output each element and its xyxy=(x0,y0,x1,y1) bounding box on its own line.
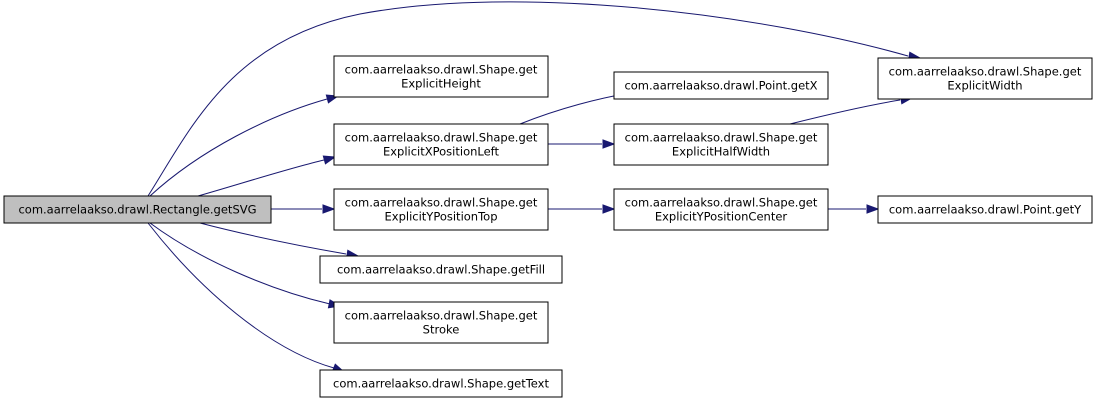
node-box[interactable] xyxy=(319,369,563,398)
node-label-line: com.aarrelaakso.drawl.Shape.get xyxy=(345,131,538,145)
node-getExplicitHeight[interactable]: com.aarrelaakso.drawl.Shape.getExplicitH… xyxy=(333,55,549,98)
arrowhead xyxy=(322,204,336,214)
node-getExplicitYPositionTop[interactable]: com.aarrelaakso.drawl.Shape.getExplicitY… xyxy=(333,188,549,231)
node-box[interactable] xyxy=(613,188,829,231)
node-label-line: com.aarrelaakso.drawl.Shape.getFill xyxy=(337,263,545,277)
edge-getExplicitHalfWidth-to-getExplicitWidth xyxy=(789,95,914,125)
node-label-line: com.aarrelaakso.drawl.Shape.get xyxy=(625,131,818,145)
node-box[interactable] xyxy=(613,71,829,100)
edge-root-to-getExplicitYPositionTop xyxy=(271,204,336,214)
edge-line xyxy=(789,99,901,125)
edge-line xyxy=(147,222,335,369)
node-box[interactable] xyxy=(319,255,563,284)
node-box[interactable] xyxy=(877,57,1093,100)
node-label-line: com.aarrelaakso.drawl.Rectangle.getSVG xyxy=(18,203,256,217)
node-label-line: com.aarrelaakso.drawl.Shape.getText xyxy=(333,377,549,391)
arrowhead xyxy=(602,204,616,214)
node-box[interactable] xyxy=(877,195,1093,224)
node-label-line: com.aarrelaakso.drawl.Point.getY xyxy=(889,203,1082,217)
node-label-line: ExplicitHalfWidth xyxy=(672,145,770,159)
node-box[interactable] xyxy=(613,123,829,166)
arrowhead xyxy=(602,139,616,149)
node-label-line: ExplicitWidth xyxy=(947,79,1022,93)
edge-line xyxy=(147,1,909,197)
node-getExplicitHalfWidth[interactable]: com.aarrelaakso.drawl.Shape.getExplicitH… xyxy=(613,123,829,166)
node-label-line: ExplicitXPositionLeft xyxy=(383,145,500,159)
node-label-line: com.aarrelaakso.drawl.Shape.get xyxy=(345,309,538,323)
edge-line xyxy=(149,98,328,197)
edge-root-to-getStroke xyxy=(149,222,342,309)
edge-root-to-getText xyxy=(147,222,346,373)
node-label-line: com.aarrelaakso.drawl.Shape.get xyxy=(345,63,538,77)
node-label-line: Stroke xyxy=(423,323,460,337)
node-root[interactable]: com.aarrelaakso.drawl.Rectangle.getSVG xyxy=(3,195,272,224)
arrowhead xyxy=(322,155,337,165)
node-label-line: com.aarrelaakso.drawl.Shape.get xyxy=(625,196,818,210)
node-box[interactable] xyxy=(333,123,549,166)
edge-getExplicitYPositionCenter-to-pointGetY xyxy=(828,204,880,214)
node-box[interactable] xyxy=(333,55,549,98)
edge-line xyxy=(149,222,331,305)
node-getFill[interactable]: com.aarrelaakso.drawl.Shape.getFill xyxy=(319,255,563,284)
node-label-line: ExplicitYPositionCenter xyxy=(655,210,788,224)
node-getExplicitYPositionCenter[interactable]: com.aarrelaakso.drawl.Shape.getExplicitY… xyxy=(613,188,829,231)
arrowhead xyxy=(866,204,880,214)
edge-root-to-getExplicitHeight xyxy=(149,94,340,197)
node-getExplicitWidth[interactable]: com.aarrelaakso.drawl.Shape.getExplicitW… xyxy=(877,57,1093,100)
node-box[interactable] xyxy=(3,195,272,224)
node-label-line: ExplicitYPositionTop xyxy=(385,210,498,224)
node-getExplicitXPositionLeft[interactable]: com.aarrelaakso.drawl.Shape.getExplicitX… xyxy=(333,123,549,166)
nodes-layer: com.aarrelaakso.drawl.Rectangle.getSVG co… xyxy=(3,55,1093,398)
edge-line xyxy=(199,222,347,255)
node-box[interactable] xyxy=(333,188,549,231)
node-label-line: com.aarrelaakso.drawl.Shape.get xyxy=(889,65,1082,79)
node-label-line: ExplicitHeight xyxy=(401,77,481,91)
edge-line xyxy=(197,159,325,197)
node-pointGetX[interactable]: com.aarrelaakso.drawl.Point.getX xyxy=(613,71,829,100)
node-label-line: com.aarrelaakso.drawl.Point.getX xyxy=(624,79,817,93)
node-label-line: com.aarrelaakso.drawl.Shape.get xyxy=(345,196,538,210)
node-box[interactable] xyxy=(333,301,549,344)
node-pointGetY[interactable]: com.aarrelaakso.drawl.Point.getY xyxy=(877,195,1093,224)
edge-root-to-getExplicitXPositionLeft xyxy=(197,155,337,197)
edge-getExplicitXPositionLeft-to-getExplicitHalfWidth xyxy=(548,139,616,149)
node-getText[interactable]: com.aarrelaakso.drawl.Shape.getText xyxy=(319,369,563,398)
edge-getExplicitYPositionTop-to-getExplicitYPositionCenter xyxy=(548,204,616,214)
